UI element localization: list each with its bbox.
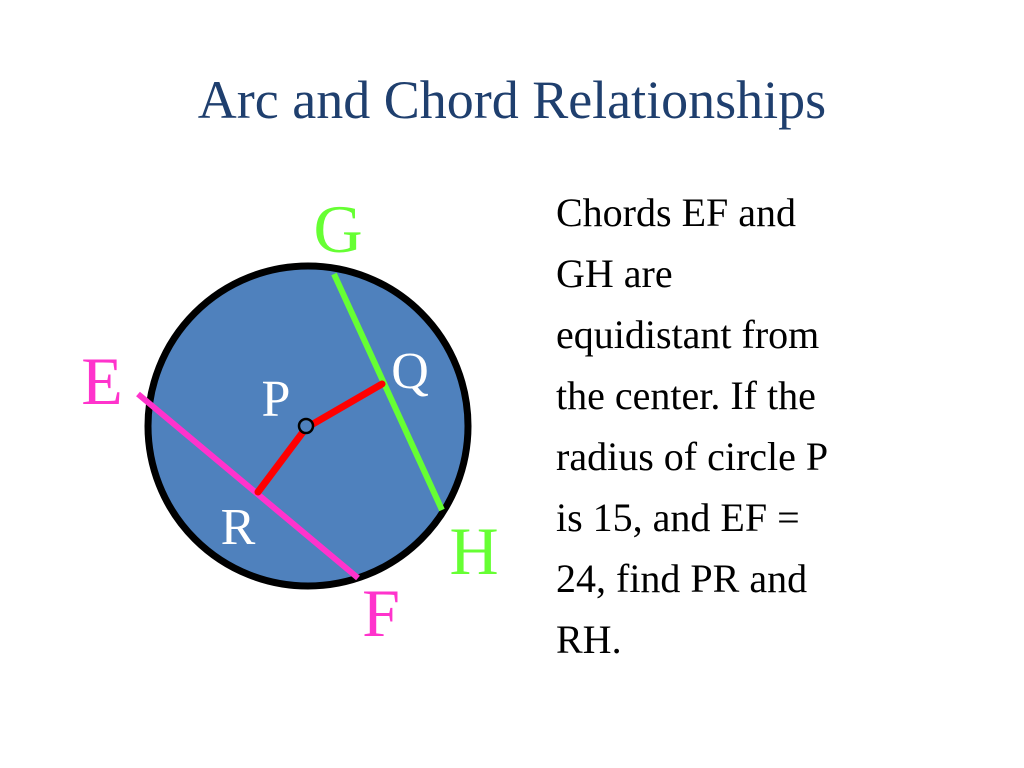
label-h: H xyxy=(449,513,498,589)
center-point-p xyxy=(297,417,315,435)
slide-title: Arc and Chord Relationships xyxy=(197,70,827,130)
problem-text: Chords EF and GH are equidistant from th… xyxy=(556,190,829,662)
segment-pq xyxy=(302,380,386,432)
label-r: R xyxy=(221,499,256,556)
segment-pr xyxy=(254,424,310,496)
chord-gh xyxy=(331,272,445,512)
label-f: F xyxy=(362,575,400,651)
chord-ef xyxy=(136,391,360,581)
label-g: G xyxy=(313,191,362,267)
label-p: P xyxy=(262,371,291,428)
label-q: Q xyxy=(391,343,429,400)
label-e: E xyxy=(81,343,123,419)
